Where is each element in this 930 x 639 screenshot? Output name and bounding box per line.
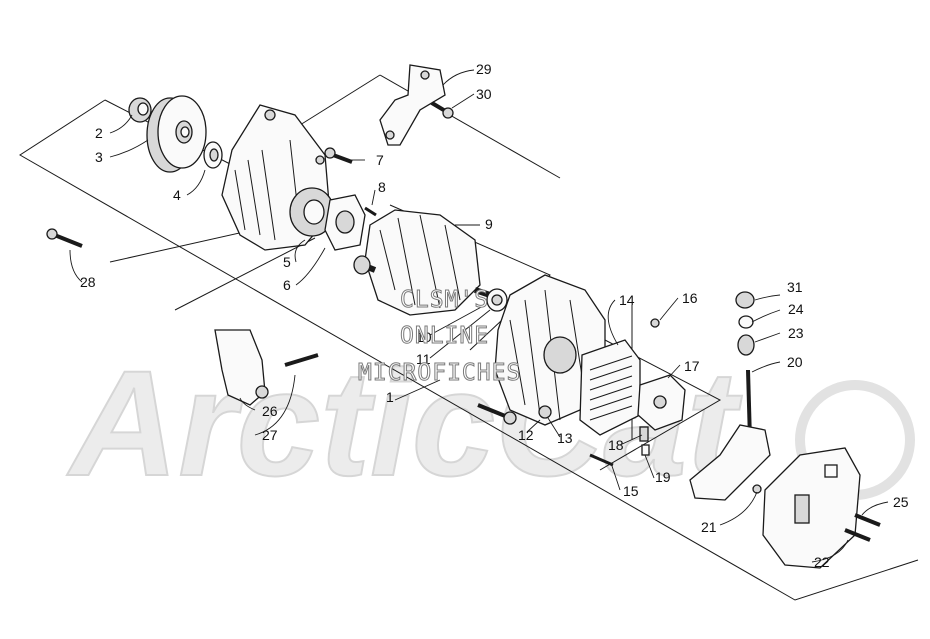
part-bearing-plate: [324, 194, 366, 251]
callout-21: 21: [701, 519, 717, 535]
callout-8: 8: [378, 179, 386, 195]
part-mount-bracket: [379, 64, 446, 146]
callout-10: 10: [416, 329, 432, 345]
part-rear-cover: [762, 447, 861, 569]
callout-29: 29: [476, 61, 492, 77]
part-screw-16: [650, 318, 660, 328]
callout-26: 26: [262, 403, 278, 419]
callout-25: 25: [893, 494, 909, 510]
callout-15: 15: [623, 483, 639, 499]
callout-16: 16: [682, 290, 698, 306]
callout-2: 2: [95, 125, 103, 141]
part-rear-housing: [494, 274, 606, 426]
part-bolt-22: [844, 528, 871, 542]
callout-5: 5: [283, 254, 291, 270]
assembly-box-lower: [19, 99, 919, 601]
callout-13: 13: [557, 430, 573, 446]
callout-28: 28: [80, 274, 96, 290]
part-lower-bracket: [214, 329, 269, 406]
callout-27: 27: [262, 427, 278, 443]
part-screw-15: [589, 453, 614, 467]
part-bolt-25: [854, 513, 881, 527]
assembly-box-top-edge: [299, 74, 381, 126]
callout-14: 14: [619, 292, 635, 308]
callout-7: 7: [376, 152, 384, 168]
part-bolt-28: [46, 228, 83, 248]
rotor-box-left: [174, 237, 316, 311]
part-brush-holder: [637, 374, 686, 431]
part-washer-24: [738, 315, 754, 329]
callout-23: 23: [788, 325, 804, 341]
callout-17: 17: [684, 358, 700, 374]
callout-3: 3: [95, 149, 103, 165]
callout-30: 30: [476, 86, 492, 102]
callout-18: 18: [608, 437, 624, 453]
part-brush-spring: [639, 426, 650, 456]
watermark-line-1: CLSM'S: [400, 287, 489, 313]
watermark-line-3: MICROFICHES: [358, 360, 521, 386]
part-bolt-30: [430, 101, 454, 119]
leader-lines: [69, 69, 889, 563]
part-nut-31: [735, 291, 755, 309]
callout-19: 19: [655, 469, 671, 485]
callout-24: 24: [788, 301, 804, 317]
part-rear-bearing: [486, 288, 508, 312]
part-insulator-23: [737, 334, 755, 356]
callout-22: 22: [814, 554, 830, 570]
watermark-text: CLSM'S ONLINE MICROFICHES: [358, 287, 521, 387]
callout-1: 1: [386, 389, 394, 405]
callout-9: 9: [485, 216, 493, 232]
callout-12: 12: [518, 427, 534, 443]
callout-6: 6: [283, 277, 291, 293]
part-rectifier: [579, 339, 641, 436]
callout-labels: 1 2 3 4 5 6 7 8 9 10 11 12 13 14 15 16 1…: [80, 61, 909, 570]
part-bolt-27: [284, 353, 319, 367]
callout-31: 31: [787, 279, 803, 295]
part-front-housing: [221, 104, 335, 251]
callout-4: 4: [173, 187, 181, 203]
callout-20: 20: [787, 354, 803, 370]
part-nut: [128, 97, 152, 123]
part-bolt-12: [477, 403, 517, 425]
part-screw-8: [364, 206, 377, 217]
callout-11: 11: [416, 351, 431, 367]
part-terminal-plate: [689, 424, 771, 501]
part-pulley: [146, 95, 207, 173]
part-washer: [203, 141, 223, 169]
part-rotor: [353, 209, 506, 316]
part-bolt-7: [324, 147, 353, 164]
part-nut-13: [538, 405, 552, 419]
watermark-line-2: ONLINE: [400, 323, 489, 349]
regulator-box: [599, 339, 722, 471]
